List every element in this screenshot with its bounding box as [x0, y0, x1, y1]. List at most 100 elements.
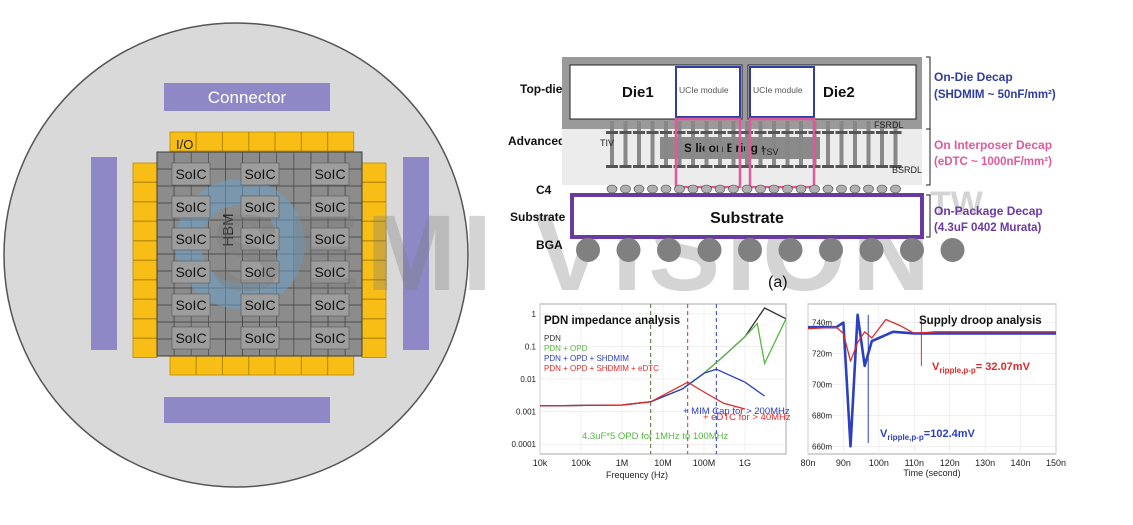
y-tick-label: 1	[532, 310, 537, 319]
io-tile	[327, 131, 355, 152]
soic-label: SoIC	[175, 297, 206, 313]
soic-label: SoIC	[244, 166, 275, 182]
bga-balls	[576, 238, 965, 262]
legend-pdn-opd: PDN + OPD	[544, 344, 588, 353]
impedance-series	[539, 307, 787, 410]
pillar-pad	[862, 131, 875, 134]
io-tile	[132, 279, 158, 300]
c4-bump	[660, 184, 672, 194]
c4-bump	[890, 184, 901, 194]
soic-label: SoIC	[175, 199, 206, 215]
io-tile	[169, 355, 197, 376]
y-tick-label: 660m	[812, 442, 832, 451]
soic-label: SoIC	[314, 166, 345, 182]
x-tick-label: 150n	[1046, 458, 1066, 468]
row-c4: C4	[536, 183, 552, 197]
annotation-opd: 4.3uF*5 OPD for 1MHz to 100MHz	[582, 431, 728, 442]
pillar-pad	[633, 165, 645, 168]
pillar	[866, 121, 871, 167]
legend-pdn-opd-shdmim: PDN + OPD + SHDMIM	[544, 354, 629, 363]
soic-tile	[171, 162, 211, 186]
decap-on-package-detail: (4.3uF 0402 Murata)	[934, 222, 1042, 234]
impedance-series-line	[539, 381, 746, 410]
x-tick-label: 10k	[533, 458, 548, 468]
soic-label: SoIC	[175, 330, 206, 346]
c4-bump	[620, 184, 631, 194]
soic-label: SoIC	[175, 264, 206, 280]
y-tick-label: 0.01	[520, 375, 536, 384]
pillar-pad	[673, 165, 686, 168]
soic-label: SoIC	[314, 264, 345, 280]
annotation-edtc: + eDTC for > 40MHz	[703, 412, 791, 423]
soic-label: SoIC	[175, 231, 206, 247]
x-tick-label: 130n	[975, 458, 995, 468]
impedance-legend: PDN PDN + OPD PDN + OPD + SHDMIM PDN + O…	[544, 334, 659, 373]
pillar-pad	[754, 131, 767, 134]
die2-label: Die2	[823, 84, 855, 101]
pillar	[718, 121, 722, 167]
row-substrate: Substrate	[510, 210, 566, 224]
pillar-pad	[646, 131, 659, 134]
pillar-pad	[687, 165, 699, 168]
droop-series	[807, 313, 1056, 448]
impedance-grid	[539, 304, 786, 454]
x-tick-label: 1M	[616, 458, 629, 468]
decap-on-interposer-detail: (eDTC ~ 1000nF/mm²)	[934, 156, 1052, 168]
pillar	[637, 121, 641, 167]
io-tile	[132, 260, 158, 280]
x-tick-label: 10M	[654, 458, 672, 468]
pillar-pad	[754, 165, 767, 168]
fsrdl-label: FSRDL	[874, 120, 904, 130]
connector-label: Connector	[208, 88, 287, 107]
pillar-pad	[768, 165, 780, 168]
c4-bump	[674, 184, 685, 194]
bga-ball	[778, 238, 803, 262]
pillar-pad	[781, 165, 794, 168]
pillar-pad	[795, 165, 807, 168]
pillar-pad	[660, 165, 672, 168]
pillar-pad	[619, 165, 632, 168]
io-tile	[132, 338, 158, 358]
decap-on-die-detail: (SHDMIM ~ 50nF/mm²)	[934, 89, 1056, 101]
pillar-pad	[835, 131, 848, 134]
x-tick-label: 90n	[836, 458, 851, 468]
c4-bump	[741, 184, 753, 194]
y-tick-label: 720m	[812, 349, 832, 358]
legend-pdn: PDN	[544, 334, 561, 343]
pillar-pad	[781, 131, 794, 134]
y-tick-label: 700m	[812, 380, 832, 389]
pillar-pad	[835, 165, 848, 168]
pillar	[772, 121, 776, 167]
soic-label: SoIC	[244, 199, 275, 215]
pillar-pad	[727, 165, 740, 168]
io-tile	[327, 355, 355, 376]
io-tile	[248, 355, 276, 376]
decap-on-die-title: On-Die Decap	[934, 70, 1013, 84]
c4-bump	[755, 184, 766, 194]
soic-tile	[240, 326, 280, 350]
c4-bump	[782, 184, 793, 194]
bga-ball	[576, 238, 600, 262]
pillar	[745, 121, 749, 167]
io-tile	[361, 338, 387, 358]
pillar-pad	[822, 131, 834, 134]
io-tile	[222, 131, 250, 152]
tiv-label: TIV	[600, 138, 614, 148]
decap-on-package-title: On-Package Decap	[934, 204, 1043, 218]
io-tile	[132, 201, 158, 222]
bga-ball	[900, 238, 924, 262]
io-tile	[132, 299, 158, 319]
ucie-module-2	[749, 66, 815, 118]
pillar	[677, 121, 682, 167]
droop-series-line	[808, 313, 1056, 448]
io-tile	[274, 131, 302, 152]
soic-tile	[310, 162, 350, 186]
soic-label: SoIC	[244, 231, 275, 247]
pillar-pad	[822, 165, 834, 168]
pillar-pad	[646, 165, 659, 168]
io-tile	[248, 131, 276, 152]
pillar-pad	[727, 131, 740, 134]
legend-pdn-opd-shdmim-edtc: PDN + OPD + SHDMIM + eDTC	[544, 364, 659, 373]
bga-ball	[697, 238, 722, 262]
